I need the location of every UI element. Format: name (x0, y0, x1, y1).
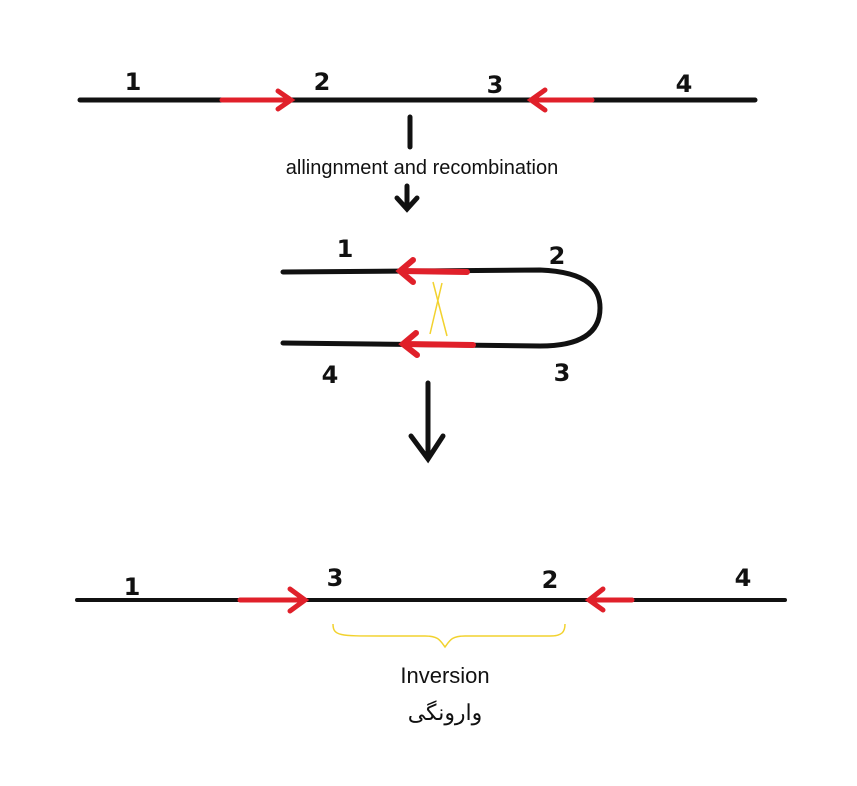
segment-label: 4 (735, 564, 752, 592)
inversion-brace (332, 623, 566, 649)
crossover-mark (429, 281, 448, 337)
segment-label: 1 (337, 235, 354, 263)
segment-label: 3 (554, 359, 571, 387)
segment-label: 4 (676, 70, 693, 98)
segment-label: 3 (327, 564, 344, 592)
down-arrow-icon (394, 183, 420, 213)
segment-label: 2 (542, 566, 559, 594)
repeat-arrow-left (584, 586, 635, 613)
step-label: allingnment and recombination (286, 157, 558, 179)
repeat-arrow-right (237, 586, 310, 614)
repeat-arrow-left (526, 87, 595, 113)
segment-label: 2 (314, 68, 331, 96)
repeat-arrow-bottom (398, 330, 476, 358)
aligned-loop: 1 2 4 3 (280, 235, 603, 389)
caption-english: Inversion (400, 663, 489, 688)
down-arrow-icon (408, 380, 446, 464)
looped-chromosome (280, 267, 603, 349)
inverted-chromosome: 1 3 2 4 (75, 564, 787, 649)
segment-label: 1 (125, 68, 142, 96)
segment-label: 4 (322, 361, 339, 389)
caption-persian: وارونگی (408, 700, 483, 726)
segment-label: 1 (124, 573, 141, 601)
repeat-arrow-top (395, 257, 470, 285)
segment-label: 3 (487, 71, 504, 99)
repeat-arrow-right (219, 88, 296, 112)
original-chromosome: 1 2 3 4 (77, 68, 758, 113)
segment-label: 2 (549, 242, 566, 270)
